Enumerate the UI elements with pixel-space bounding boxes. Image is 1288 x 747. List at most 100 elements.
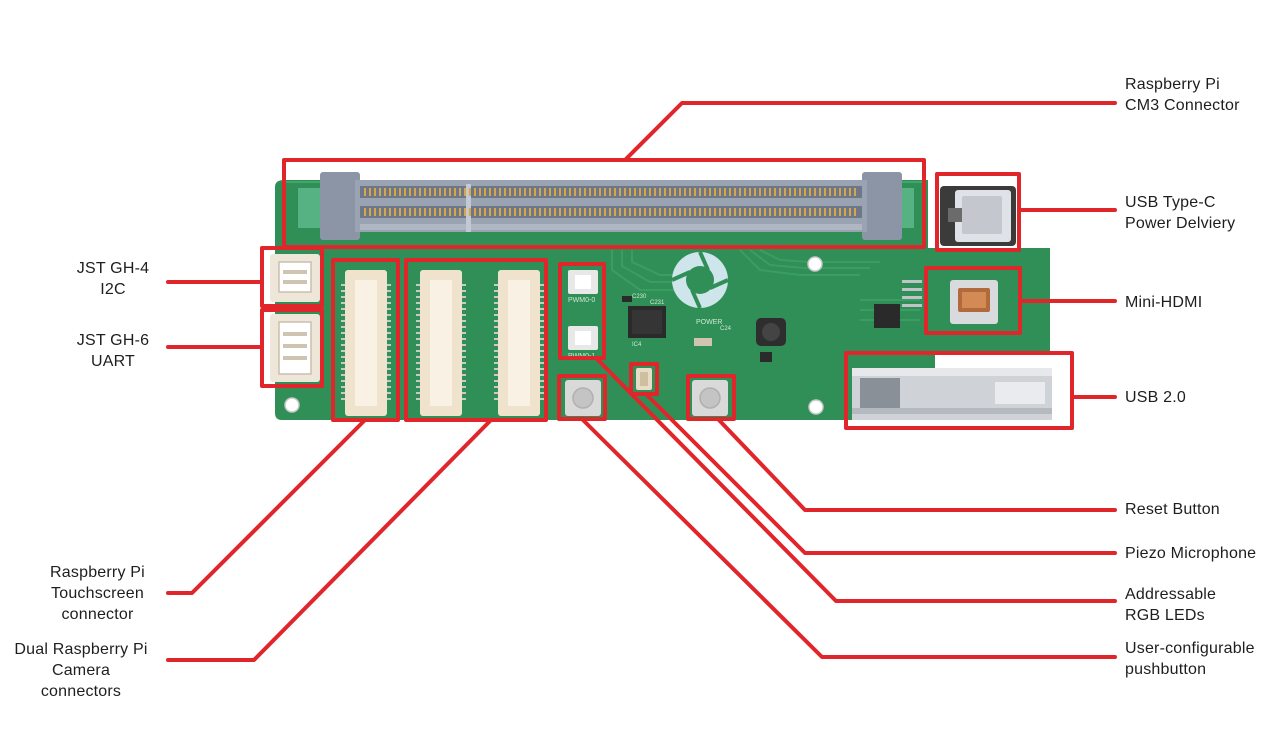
- label-user-pushbutton: User-configurable pushbutton: [1125, 640, 1255, 678]
- mounting-hole: [284, 397, 300, 413]
- cm3-pin: [829, 208, 831, 216]
- fpc-pin: [416, 386, 420, 388]
- cm3-pin: [644, 208, 646, 216]
- cm3-pin: [484, 208, 486, 216]
- cm3-pin: [719, 208, 721, 216]
- fpc-pin: [494, 368, 498, 370]
- cm3-pin: [734, 188, 736, 196]
- fpc-pin: [341, 308, 345, 310]
- fpc-pin: [540, 398, 544, 400]
- cm3-pin: [504, 208, 506, 216]
- cm3-pin: [564, 188, 566, 196]
- cm3-connector: [298, 172, 914, 240]
- label-camera-connectors: Dual Raspberry Pi Camera connectors: [14, 641, 148, 700]
- label-rgb-leds: Addressable RGB LEDs: [1125, 586, 1217, 624]
- fpc-pin: [462, 326, 466, 328]
- fpc-pin: [387, 398, 391, 400]
- cm3-pin: [559, 188, 561, 196]
- cm3-pin: [424, 188, 426, 196]
- fpc-pin: [341, 320, 345, 322]
- cm3-pin: [449, 208, 451, 216]
- cm3-pin: [369, 208, 371, 216]
- label-mini-hdmi: Mini-HDMI: [1125, 294, 1203, 311]
- usb-2-port: [852, 368, 1052, 420]
- label-usb-2: USB 2.0: [1125, 389, 1186, 406]
- cm3-pin: [669, 188, 671, 196]
- smd-part: [760, 352, 772, 362]
- cm3-pin: [639, 208, 641, 216]
- cm3-pin: [824, 208, 826, 216]
- cm3-pin: [399, 188, 401, 196]
- cm3-pin: [394, 208, 396, 216]
- leader-camera: [166, 418, 493, 662]
- fpc-pin: [341, 350, 345, 352]
- cm3-pin: [389, 208, 391, 216]
- cm3-pin: [479, 208, 481, 216]
- cm3-pin: [754, 188, 756, 196]
- cm3-pin: [849, 208, 851, 216]
- cm3-pin: [469, 208, 471, 216]
- fpc-pin: [494, 326, 498, 328]
- cm3-pin: [404, 208, 406, 216]
- cm3-pin: [799, 188, 801, 196]
- highlight-usb2: [844, 351, 1074, 430]
- cm3-pin: [379, 188, 381, 196]
- reset-pushbutton: [692, 380, 728, 416]
- cm3-pin: [844, 188, 846, 196]
- cm3-pin: [439, 188, 441, 196]
- cm3-pin: [409, 208, 411, 216]
- fpc-pin: [416, 320, 420, 322]
- fpc-pin: [416, 374, 420, 376]
- cm3-pin: [654, 188, 656, 196]
- cm3-pin: [689, 188, 691, 196]
- cm3-pin: [789, 208, 791, 216]
- cm3-pin: [499, 188, 501, 196]
- fpc-pin: [416, 296, 420, 298]
- cm3-pin: [414, 188, 416, 196]
- cm3-pin: [804, 208, 806, 216]
- fpc-pin: [341, 326, 345, 328]
- cm3-pin: [809, 188, 811, 196]
- fpc-pin: [416, 284, 420, 286]
- cm3-pin: [769, 188, 771, 196]
- fpc-pin: [462, 314, 466, 316]
- fpc-pin: [341, 380, 345, 382]
- fpc-pin: [416, 368, 420, 370]
- fpc-pin: [341, 374, 345, 376]
- fpc-pin: [416, 302, 420, 304]
- cm3-pin: [494, 208, 496, 216]
- cm3-pin: [399, 208, 401, 216]
- silk-c231: C231: [650, 300, 665, 306]
- cm3-pin: [374, 208, 376, 216]
- cm3-pin: [494, 188, 496, 196]
- label-jst-gh6: JST GH-6 UART: [76, 332, 150, 370]
- cm3-pin: [554, 208, 556, 216]
- cm3-pin: [579, 208, 581, 216]
- cm3-pin: [684, 208, 686, 216]
- fpc-pin: [462, 284, 466, 286]
- cm3-pin: [514, 188, 516, 196]
- cm3-pin: [834, 208, 836, 216]
- cm3-pin: [854, 188, 856, 196]
- piezo-microphone: [636, 368, 652, 390]
- annotation-layer: [166, 101, 1117, 662]
- mounting-hole: [807, 256, 823, 272]
- cm3-pin: [764, 188, 766, 196]
- cm3-pin: [439, 208, 441, 216]
- cm3-pin: [834, 188, 836, 196]
- cm3-pin: [474, 188, 476, 196]
- cm3-pin: [529, 208, 531, 216]
- cm3-pin: [724, 188, 726, 196]
- user-pushbutton: [565, 380, 601, 416]
- fpc-pin: [387, 302, 391, 304]
- cm3-pin: [459, 188, 461, 196]
- cm3-pin: [519, 188, 521, 196]
- fpc-pin: [387, 362, 391, 364]
- fpc-pin: [494, 302, 498, 304]
- fpc-pin: [462, 386, 466, 388]
- cm3-pin: [844, 208, 846, 216]
- cm3-pin: [824, 188, 826, 196]
- cm3-pin: [589, 188, 591, 196]
- fpc-pin: [341, 296, 345, 298]
- highlight-camera: [404, 258, 548, 422]
